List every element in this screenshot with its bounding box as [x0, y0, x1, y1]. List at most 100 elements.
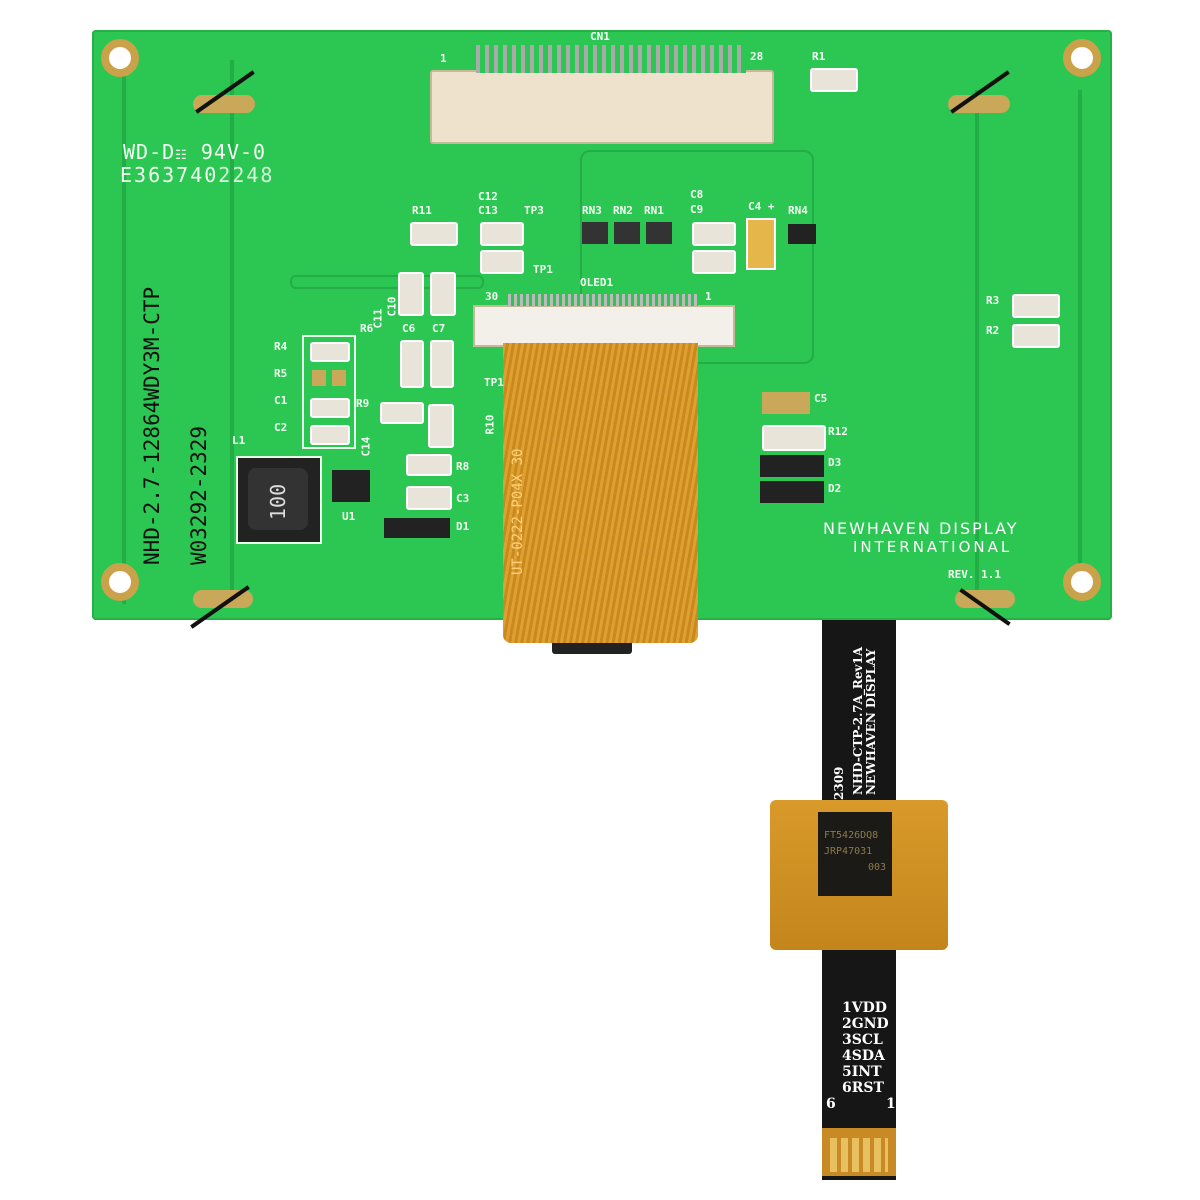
ic-u1 [332, 470, 370, 502]
ref-label: R9 [356, 397, 370, 410]
inductor-marking: 100 [266, 483, 290, 520]
ref-label: C6 [402, 322, 416, 335]
ref-label: R11 [412, 204, 432, 217]
cn1-connector [430, 70, 774, 144]
resistor-r2 [1012, 324, 1060, 348]
oled-pin-first: 30 [485, 290, 499, 303]
brand-line2: INTERNATIONAL [853, 538, 1013, 556]
capacitor [480, 250, 524, 274]
ul-mark: WD-D [123, 140, 176, 164]
ref-label: R5 [274, 367, 288, 380]
ic-line1: FT5426DQ8 [824, 830, 879, 841]
capacitor [430, 340, 454, 388]
capacitor [692, 222, 736, 246]
gold-fingers [822, 1128, 896, 1176]
resistor-r8 [406, 454, 452, 476]
capacitor-c5 [762, 392, 810, 414]
ref-label: TP1 [533, 263, 553, 276]
brand-logo: NEWHAVEN DISPLAY INTERNATIONAL [775, 519, 1019, 557]
capacitor-c3 [406, 486, 452, 510]
rating: 94V-0 [200, 140, 267, 164]
pin-end-right: 1 [886, 1096, 896, 1112]
trace [1078, 90, 1082, 564]
resistor-network [788, 224, 816, 244]
ref-label: C1 [274, 394, 288, 407]
touch-controller-ic: FT5426DQ8 JRP47031 003 [818, 812, 892, 896]
ic-line3: 003 [867, 862, 886, 873]
ref-label: U1 [342, 510, 356, 523]
ref-label: C9 [690, 203, 704, 216]
ref-label: C7 [432, 322, 446, 335]
ref-label: TP3 [524, 204, 544, 217]
ref-label: C4 + [748, 200, 775, 213]
capacitor [430, 272, 456, 316]
diode-d3 [760, 455, 824, 477]
work-order: W03292-2329 [187, 425, 211, 565]
diode-d1 [384, 518, 450, 538]
resistor-r10 [428, 404, 454, 448]
pin-label: 2GND [842, 1016, 889, 1032]
resistor-networks [582, 222, 672, 244]
ref-label: R6 [360, 322, 374, 335]
resistor-r9 [380, 402, 424, 424]
cn1-pin-last: 28 [750, 50, 764, 63]
mounting-hole [1063, 39, 1101, 77]
ctp-marking-text: NHD-CTP-2.7A_Rev1A NEWHAVEN DISPLAY [851, 647, 878, 795]
ref-label: C10 [385, 296, 399, 317]
oled-connector [473, 305, 735, 347]
ref-label: C14 [359, 436, 373, 457]
fpc-marking: UT-0222-P04X 30 [510, 448, 526, 575]
tantalum-capacitor [746, 218, 776, 270]
ref-label: C8 [690, 188, 704, 201]
resistor-r1 [810, 68, 858, 92]
ref-label: R10 [483, 414, 497, 435]
diode-d2 [760, 481, 824, 503]
capacitor [310, 398, 350, 418]
ref-label: D1 [456, 520, 470, 533]
ref-label: D2 [828, 482, 842, 495]
resistor-r3 [1012, 294, 1060, 318]
pin-label: 4SDA [842, 1048, 885, 1064]
resistor-r12 [762, 425, 826, 451]
pinout-list: 1VDD 2GND 3SCL 4SDA 5INT 6RST [842, 1000, 889, 1096]
ref-label: L1 [232, 434, 246, 447]
capacitor [400, 340, 424, 388]
ref-label: C12 [478, 190, 498, 203]
oled-flex-cable [503, 343, 698, 643]
display-edge [552, 640, 632, 654]
mounting-hole [101, 39, 139, 77]
ul-file: E363740 [120, 163, 219, 187]
date-code: 2248 [218, 163, 275, 187]
ref-label: C2 [274, 421, 288, 434]
oled-pins [508, 294, 698, 306]
ref-label: D3 [828, 456, 842, 469]
ref-label: R3 [986, 294, 1000, 307]
mounting-hole [1063, 563, 1101, 601]
ref-label: RN1 [644, 204, 664, 217]
ref-label: TP1 [484, 376, 504, 389]
oled-pin-last: 1 [705, 290, 712, 303]
capacitor [692, 250, 736, 274]
ctp-marking-line2: NEWHAVEN DISPLAY [864, 648, 878, 795]
ref-label: RN2 [613, 204, 633, 217]
revision-label: REV. 1.1 [948, 568, 1001, 581]
inductor-l1: 100 [236, 456, 322, 544]
ctp-date: 2309 [832, 766, 846, 800]
capacitor [398, 272, 424, 316]
capacitor [480, 222, 524, 246]
pad [332, 370, 346, 386]
ref-label: R1 [812, 50, 826, 63]
pin-label: 6RST [842, 1080, 884, 1096]
brand-line1: NEWHAVEN DISPLAY [823, 519, 1019, 538]
capacitor [310, 425, 350, 445]
ref-label: C5 [814, 392, 828, 405]
ref-label: C13 [478, 204, 498, 217]
cn1-pin-first: 1 [440, 52, 447, 65]
pin-end-left: 6 [826, 1096, 836, 1112]
oled-label: OLED1 [580, 276, 614, 289]
trace [290, 275, 484, 289]
pin-label: 3SCL [842, 1032, 883, 1048]
ref-label: RN3 [582, 204, 602, 217]
ref-label: R8 [456, 460, 470, 473]
